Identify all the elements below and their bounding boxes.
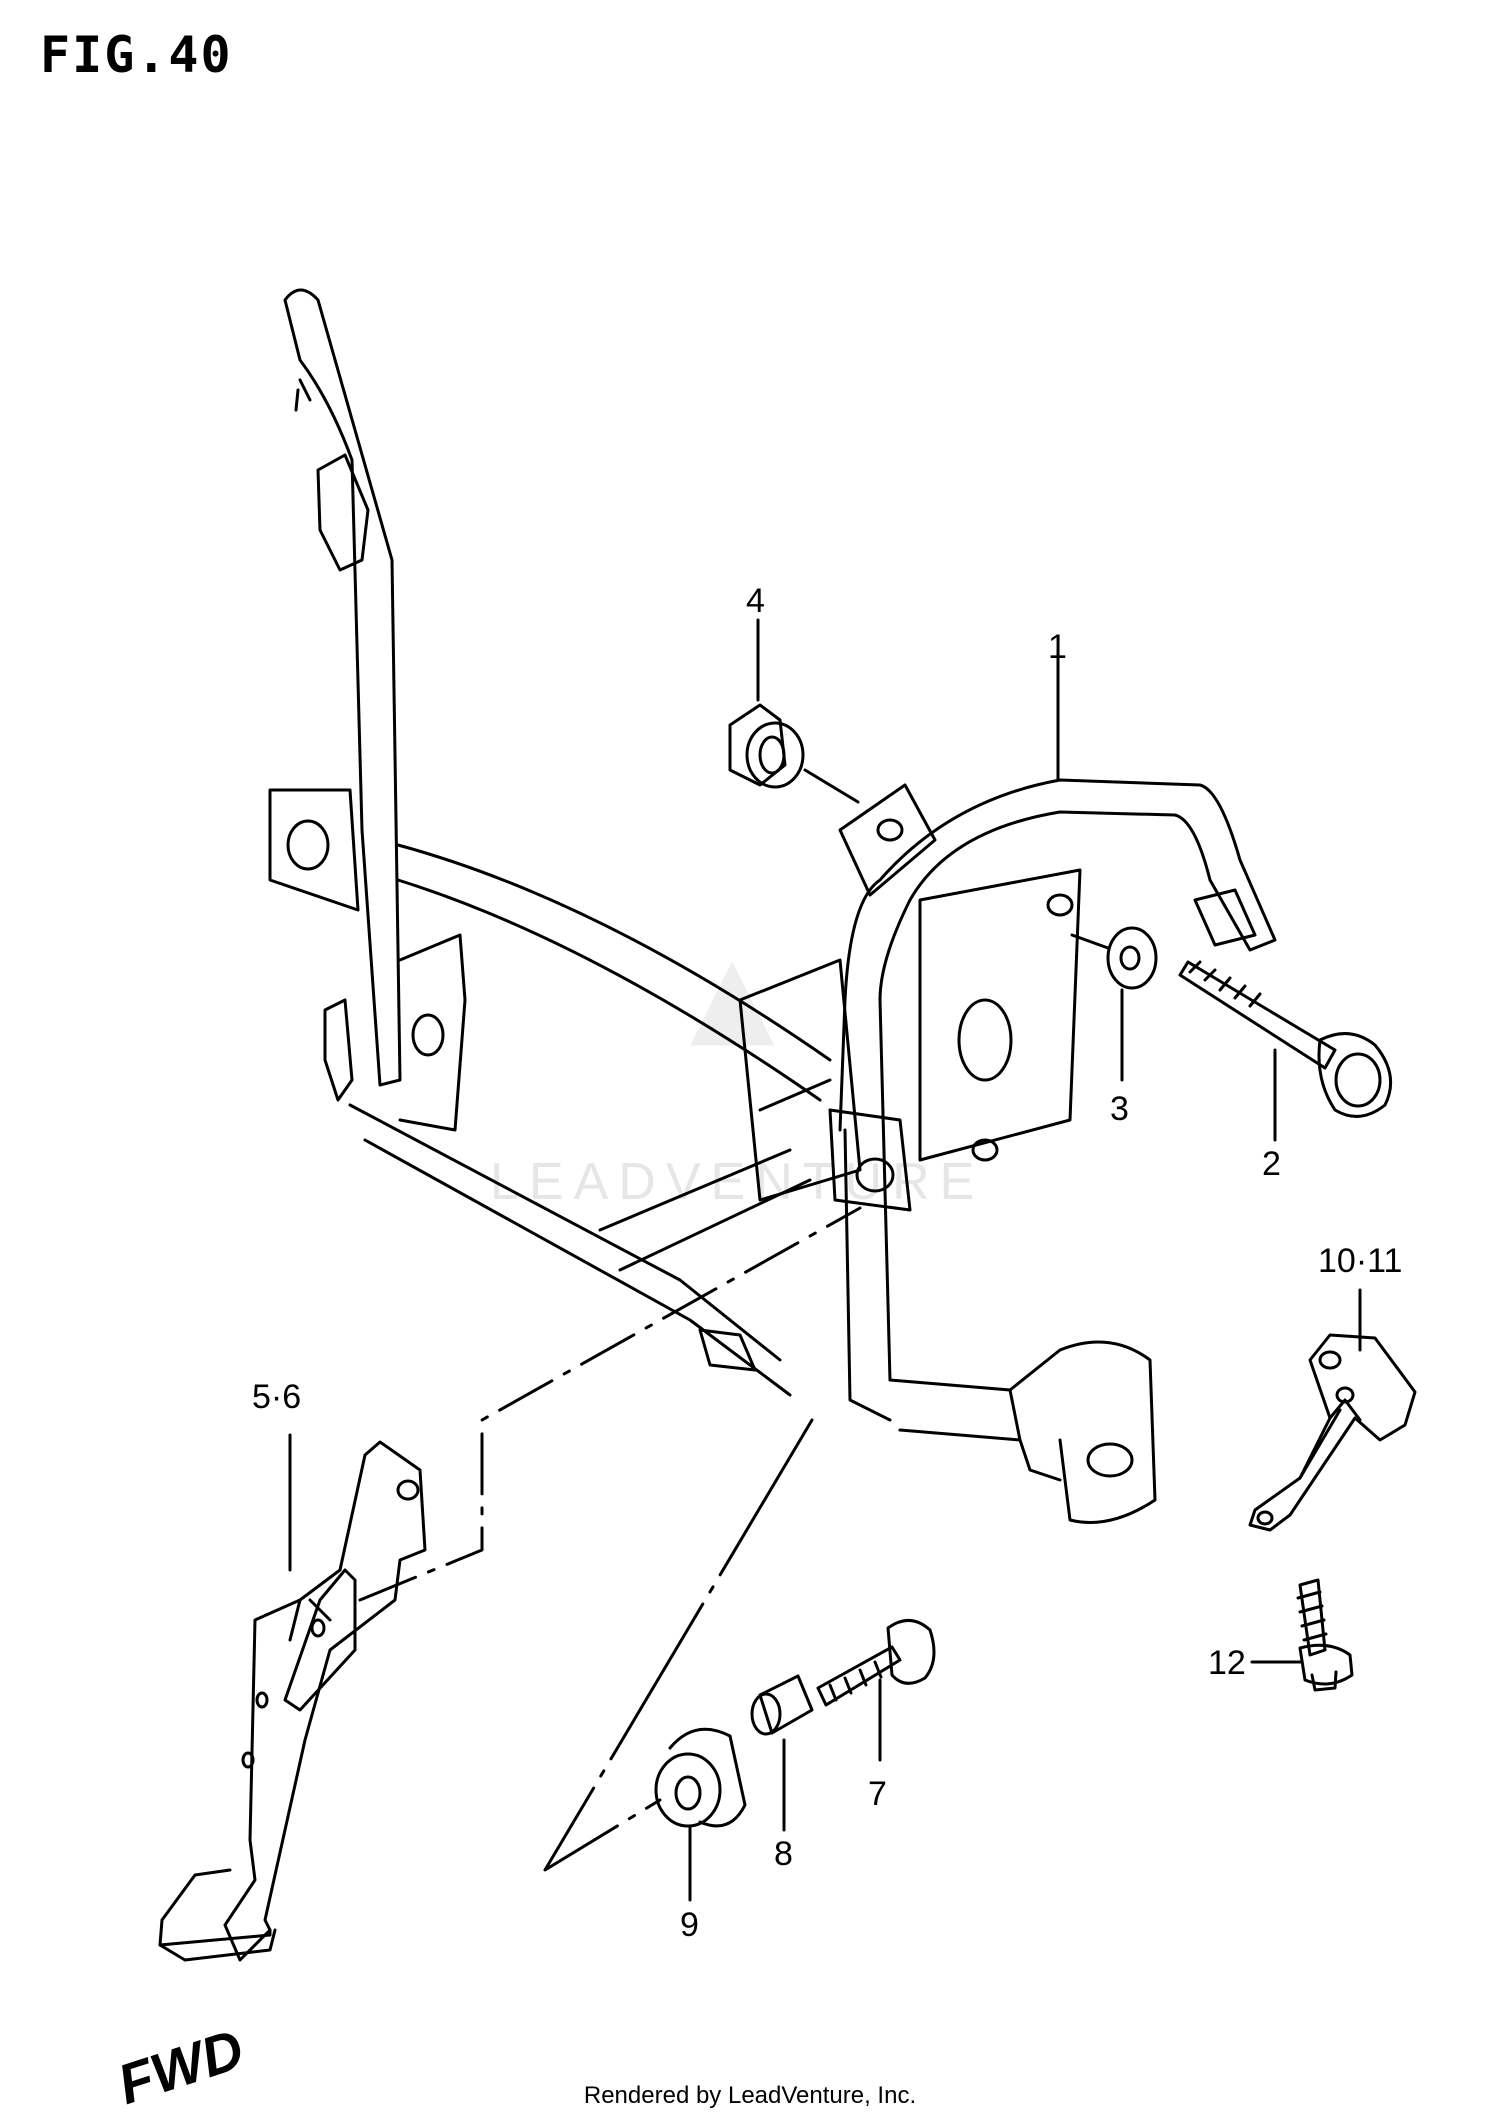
part-4-nut bbox=[728, 618, 860, 804]
callout-3: 3 bbox=[1110, 1090, 1129, 1128]
callout-8: 8 bbox=[774, 1835, 793, 1873]
callout-10-11: 10·11 bbox=[1318, 1242, 1402, 1280]
footer-credit: Rendered by LeadVenture, Inc. bbox=[583, 2082, 917, 2109]
part-9-bushing bbox=[654, 1727, 747, 1902]
main-frame bbox=[268, 288, 1277, 1524]
part-5-6-bracket bbox=[158, 1206, 862, 1962]
leadventure-logo-icon: ▲ bbox=[690, 930, 775, 1058]
part-12-screw bbox=[1250, 1578, 1354, 1692]
part-2-bolt bbox=[1178, 960, 1393, 1142]
figure-title: FIG.40 bbox=[40, 26, 233, 84]
callout-4: 4 bbox=[746, 582, 765, 620]
callout-9: 9 bbox=[680, 1906, 699, 1944]
callout-7: 7 bbox=[868, 1775, 887, 1813]
callout-5-6: 5·6 bbox=[252, 1378, 301, 1416]
part-7-bolt bbox=[816, 1619, 936, 1762]
callout-1: 1 bbox=[1048, 628, 1067, 666]
parts-7-8-9-leaders bbox=[543, 1418, 814, 1872]
callout-12: 12 bbox=[1208, 1644, 1246, 1682]
part-10-11-bracket bbox=[1248, 1288, 1417, 1532]
callout-2: 2 bbox=[1262, 1145, 1281, 1183]
part-3-washer bbox=[1070, 926, 1158, 1082]
part-8-spacer bbox=[750, 1674, 814, 1832]
watermark-text: LEADVENTURE bbox=[490, 1153, 985, 1211]
